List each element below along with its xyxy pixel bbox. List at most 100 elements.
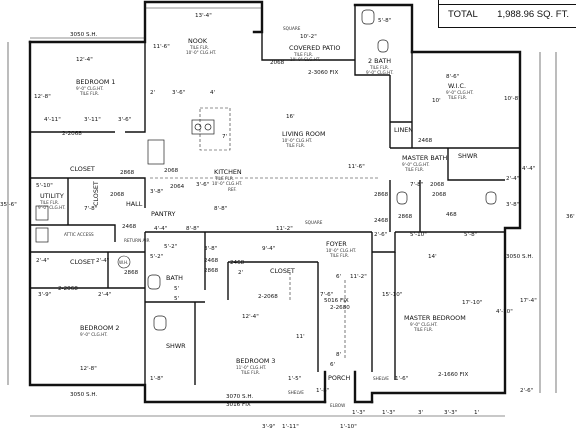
room-bedroom1-floor: TILE FLR.: [79, 91, 99, 96]
dim: 15'-10": [382, 292, 403, 298]
room-kitchen-floor: TILE FLR.: [214, 176, 234, 181]
room-ref: REF.: [228, 187, 237, 192]
dim: 5'-10": [410, 232, 427, 238]
dim: 7'-8": [84, 206, 98, 212]
dim: 12'-4": [76, 57, 93, 63]
room-hall: HALL: [126, 200, 143, 208]
dim: 3': [418, 410, 423, 416]
dim: 1'-5": [288, 376, 302, 382]
room-foyer-floor: TILE FLR.: [329, 253, 349, 258]
dim: 3050 S.H.: [506, 254, 533, 260]
dim: 6': [330, 362, 335, 368]
dim: 5'-2": [164, 244, 178, 250]
dim: 5'-10": [36, 183, 53, 189]
dashed-lines: [150, 107, 380, 360]
dim: 1'-8": [316, 388, 330, 394]
dim: 9'-4": [262, 246, 276, 252]
dim: 10'-2": [300, 34, 317, 40]
dim: 4': [210, 90, 215, 96]
dim: 2868: [398, 214, 413, 220]
dim: 3050 S.H.: [70, 392, 97, 398]
dim: 2868: [204, 268, 219, 274]
room-bedroom3-floor: TILE FLR.: [240, 370, 260, 375]
room-closet1: CLOSET: [70, 165, 95, 173]
room-nook-floor: TILE FLR.: [189, 45, 209, 50]
room-wic: W.I.C.: [448, 82, 466, 90]
dim: 2-2068: [58, 286, 78, 292]
room-bedroom1: BEDROOM 1: [76, 78, 115, 86]
dim: 7'-6": [320, 292, 334, 298]
room-bedroom2: BEDROOM 2: [80, 324, 119, 332]
elbow-note: ELBOW: [330, 403, 345, 408]
dim: 16': [286, 114, 295, 120]
room-closet2: CLOSET: [70, 258, 95, 266]
room-living: LIVING ROOM: [282, 130, 325, 138]
dim: 5'-8": [378, 18, 392, 24]
total-area-box: TOTAL 1,988.96 SQ. FT.: [438, 0, 576, 28]
dim: 35'-6": [0, 202, 17, 208]
dim: 8'-8": [186, 226, 200, 232]
dim: 1'-11": [282, 424, 299, 430]
room-wic-floor: TILE FLR.: [447, 95, 467, 100]
room-kitchen-ceiling: 10'-0" CLG.HT.: [212, 181, 242, 186]
dim: 1'-10": [340, 424, 357, 430]
dim: 2-2680: [330, 305, 350, 311]
dim: 2': [150, 90, 155, 96]
dim: 2068: [164, 168, 179, 174]
dim: 2'-4": [98, 292, 112, 298]
total-box-rule: [439, 4, 576, 5]
room-covered-patio-floor: TILE FLR.: [293, 52, 313, 57]
shelve-left: SHELVE: [288, 390, 304, 395]
dim: 6': [336, 274, 341, 280]
dim: 2868: [120, 170, 135, 176]
room-master-shwr: SHWR: [458, 152, 478, 160]
room-utility: UTILITY: [40, 192, 64, 200]
dimension-lines: [7, 7, 557, 417]
dim: 2068: [270, 60, 285, 66]
dim: 11'-2": [350, 274, 367, 280]
dim: 2'-4": [96, 258, 110, 264]
room-master-bedroom-ceiling: 9'-0" CLG.HT.: [410, 322, 438, 327]
dim: 13'-4": [195, 13, 212, 19]
dim: 5016 FIX: [324, 298, 349, 304]
dim: 2'-6": [374, 232, 388, 238]
dim: 468: [446, 212, 457, 218]
room-bedroom3-ceiling: 11'-0" CLG.HT.: [236, 365, 266, 370]
dim: 5': [174, 296, 179, 302]
room-bath2-ceiling: 9'-0" CLG.HT.: [366, 70, 394, 75]
room-bedroom1-ceiling: 9'-0" CLG.HT.: [76, 86, 104, 91]
dim: 4'-11": [44, 117, 61, 123]
dim: 2064: [170, 184, 185, 190]
room-master-bedroom: MASTER BEDROOM: [404, 314, 466, 322]
dim: 3'-9": [38, 292, 52, 298]
dim: 1'-6": [395, 376, 409, 382]
dim: 1'-3": [352, 410, 366, 416]
dim: 11'-2": [276, 226, 293, 232]
dim: 5'-2": [150, 254, 164, 260]
room-foyer: FOYER: [326, 240, 347, 248]
dim: 11'-6": [348, 164, 365, 170]
room-covered-patio: COVERED PATIO: [289, 44, 340, 52]
dim: 1'-3": [382, 410, 396, 416]
room-master-bath-floor: TILE FLR.: [404, 167, 424, 172]
room-covered-patio-ceiling: 10'-0" CLG.HT.: [290, 57, 320, 62]
room-nook: NOOK: [188, 37, 208, 45]
dim: 8'-6": [446, 74, 460, 80]
room-closet-utility: CLOSET: [92, 181, 100, 206]
dim: 11'-6": [153, 44, 170, 50]
square-note-patio: SQUARE: [283, 26, 301, 31]
dim: 8': [336, 352, 341, 358]
total-label: TOTAL: [448, 9, 478, 20]
dim: 12'-8": [80, 366, 97, 372]
dim: 3'-6": [172, 90, 186, 96]
room-master-bath: MASTER BATH: [402, 154, 448, 162]
dim: 4'-4": [522, 166, 536, 172]
dim: 3'-8": [150, 189, 164, 195]
dim: 12'-4": [242, 314, 259, 320]
dim: 3'-6": [196, 182, 210, 188]
room-living-ceiling: 10'-0" CLG.HT.: [282, 138, 312, 143]
dim: 2868: [374, 192, 389, 198]
dim: 7'-8": [410, 182, 424, 188]
dim: 2468: [418, 138, 433, 144]
dimension-labels: 3050 S.H. 13'-4" 10'-2" 5'-8" 12'-4" 11'…: [0, 13, 575, 430]
